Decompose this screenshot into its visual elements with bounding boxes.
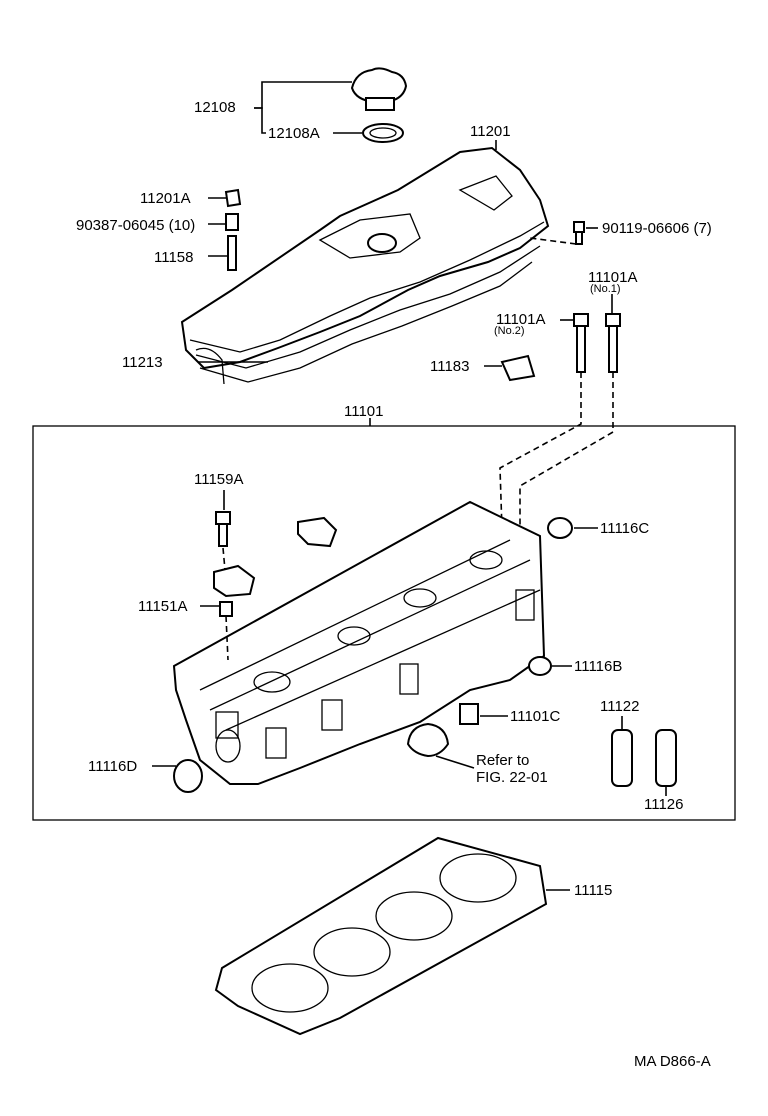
cover-grommet [225,213,239,231]
valve-guide-11126 [655,729,677,787]
diagram-code: MA D866-A [634,1053,711,1070]
plug-11116D [173,759,203,793]
label-11116C: 11116C [600,520,650,537]
label-11122: 11122 [600,698,640,715]
label-fig-ref: FIG. 22-01 [476,769,548,786]
oil-filler-cap [350,67,408,111]
label-12108: 12108 [194,99,236,116]
label-11101C: 11101C [510,708,561,725]
cylinder-head-cover [180,146,550,385]
label-11126: 11126 [644,796,684,813]
label-12108A: 12108A [268,125,320,142]
head-gasket [214,836,548,1036]
label-11213: 11213 [122,354,163,371]
label-11101: 11101 [344,403,384,420]
label-90119: 90119-06606 (7) [602,220,712,237]
filler-cap-gasket [362,123,404,143]
sleeve-11101C [459,703,479,725]
cover-nut [224,188,242,208]
plug-11116B [528,656,552,676]
label-11159A: 11159A [194,471,244,488]
cup-refer-fig [406,722,450,758]
label-11116D: 11116D [88,758,138,775]
head-bolt-no1 [605,313,621,373]
plug-11116C [547,517,573,539]
cylinder-head-frame [32,425,736,821]
label-no1: (No.1) [590,283,621,295]
cover-stud [227,235,237,271]
label-11201: 11201 [470,123,511,140]
dowel-pin [219,601,233,617]
label-11116B: 11116B [574,658,623,675]
head-bolt-no2 [573,313,589,373]
label-11115: 11115 [574,882,613,899]
label-11158: 11158 [154,249,194,266]
valve-guide-11122 [611,729,633,787]
label-11183: 11183 [430,358,470,375]
label-11101A-no1: 11101A [588,269,638,286]
camshaft-cap [297,516,338,548]
bracket-11183 [500,354,536,382]
cylinder-head [172,500,546,785]
label-90387: 90387-06045 (10) [76,217,196,234]
label-refer-to: Refer to [476,752,530,769]
label-no2: (No.2) [494,325,525,337]
label-11201A: 11201A [140,190,191,207]
label-11101A-no2: 11101A [496,311,546,328]
label-11151A: 11151A [138,598,188,615]
